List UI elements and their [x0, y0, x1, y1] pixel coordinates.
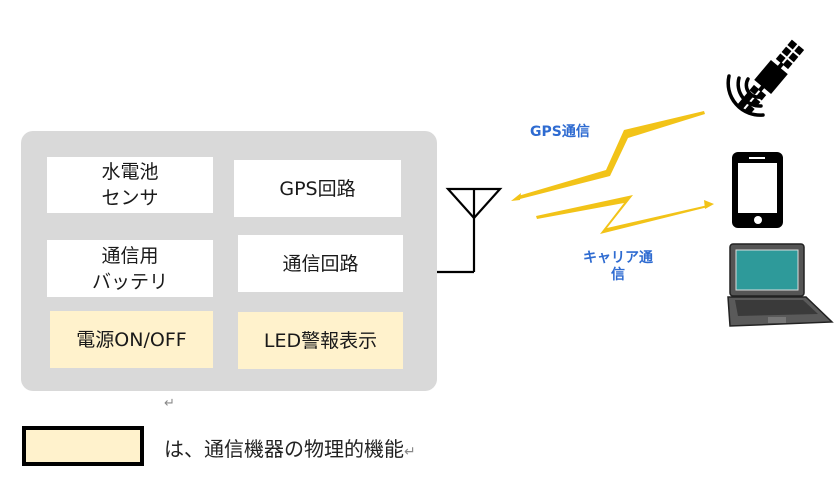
- block-label: 通信回路: [282, 252, 359, 275]
- satellite-icon: [737, 39, 805, 115]
- legend-swatch-physical: [22, 426, 144, 466]
- satellite-signal-waves: [726, 74, 765, 117]
- carrier-arrowhead: [704, 200, 714, 209]
- block-label: 電源ON/OFF: [76, 328, 187, 351]
- gps-arrowhead: [511, 193, 521, 201]
- paragraph-mark: ↵: [164, 396, 175, 411]
- carrier-link-label: キャリア通 信: [568, 250, 668, 284]
- block-led-alarm: LED警報表示: [238, 312, 403, 369]
- gps-link-label: GPS通信: [530, 124, 590, 140]
- carrier-link-text: キャリア通 信: [583, 250, 653, 283]
- block-comm-battery: 通信用 バッテリ: [47, 240, 213, 297]
- laptop-icon: [727, 243, 834, 327]
- smartphone-icon: [732, 152, 783, 228]
- block-gps-circuit: GPS回路: [234, 160, 401, 217]
- block-label: 水電池 センサ: [101, 161, 159, 209]
- carrier-signal-bolt: [536, 195, 714, 234]
- return-mark: ↵: [404, 444, 416, 460]
- legend-description: は、通信機器の物理的機能: [164, 437, 404, 461]
- block-water-level-sensor: 水電池 センサ: [47, 157, 213, 213]
- antenna-icon: [437, 187, 503, 274]
- block-label: 通信用 バッテリ: [91, 244, 168, 293]
- block-power-switch: 電源ON/OFF: [50, 311, 213, 368]
- block-label: LED警報表示: [263, 329, 378, 352]
- block-label: GPS回路: [279, 177, 356, 200]
- gps-signal-bolt: [511, 111, 705, 201]
- block-comm-circuit: 通信回路: [238, 235, 403, 292]
- legend-text: は、通信機器の物理的機能↵: [164, 433, 416, 462]
